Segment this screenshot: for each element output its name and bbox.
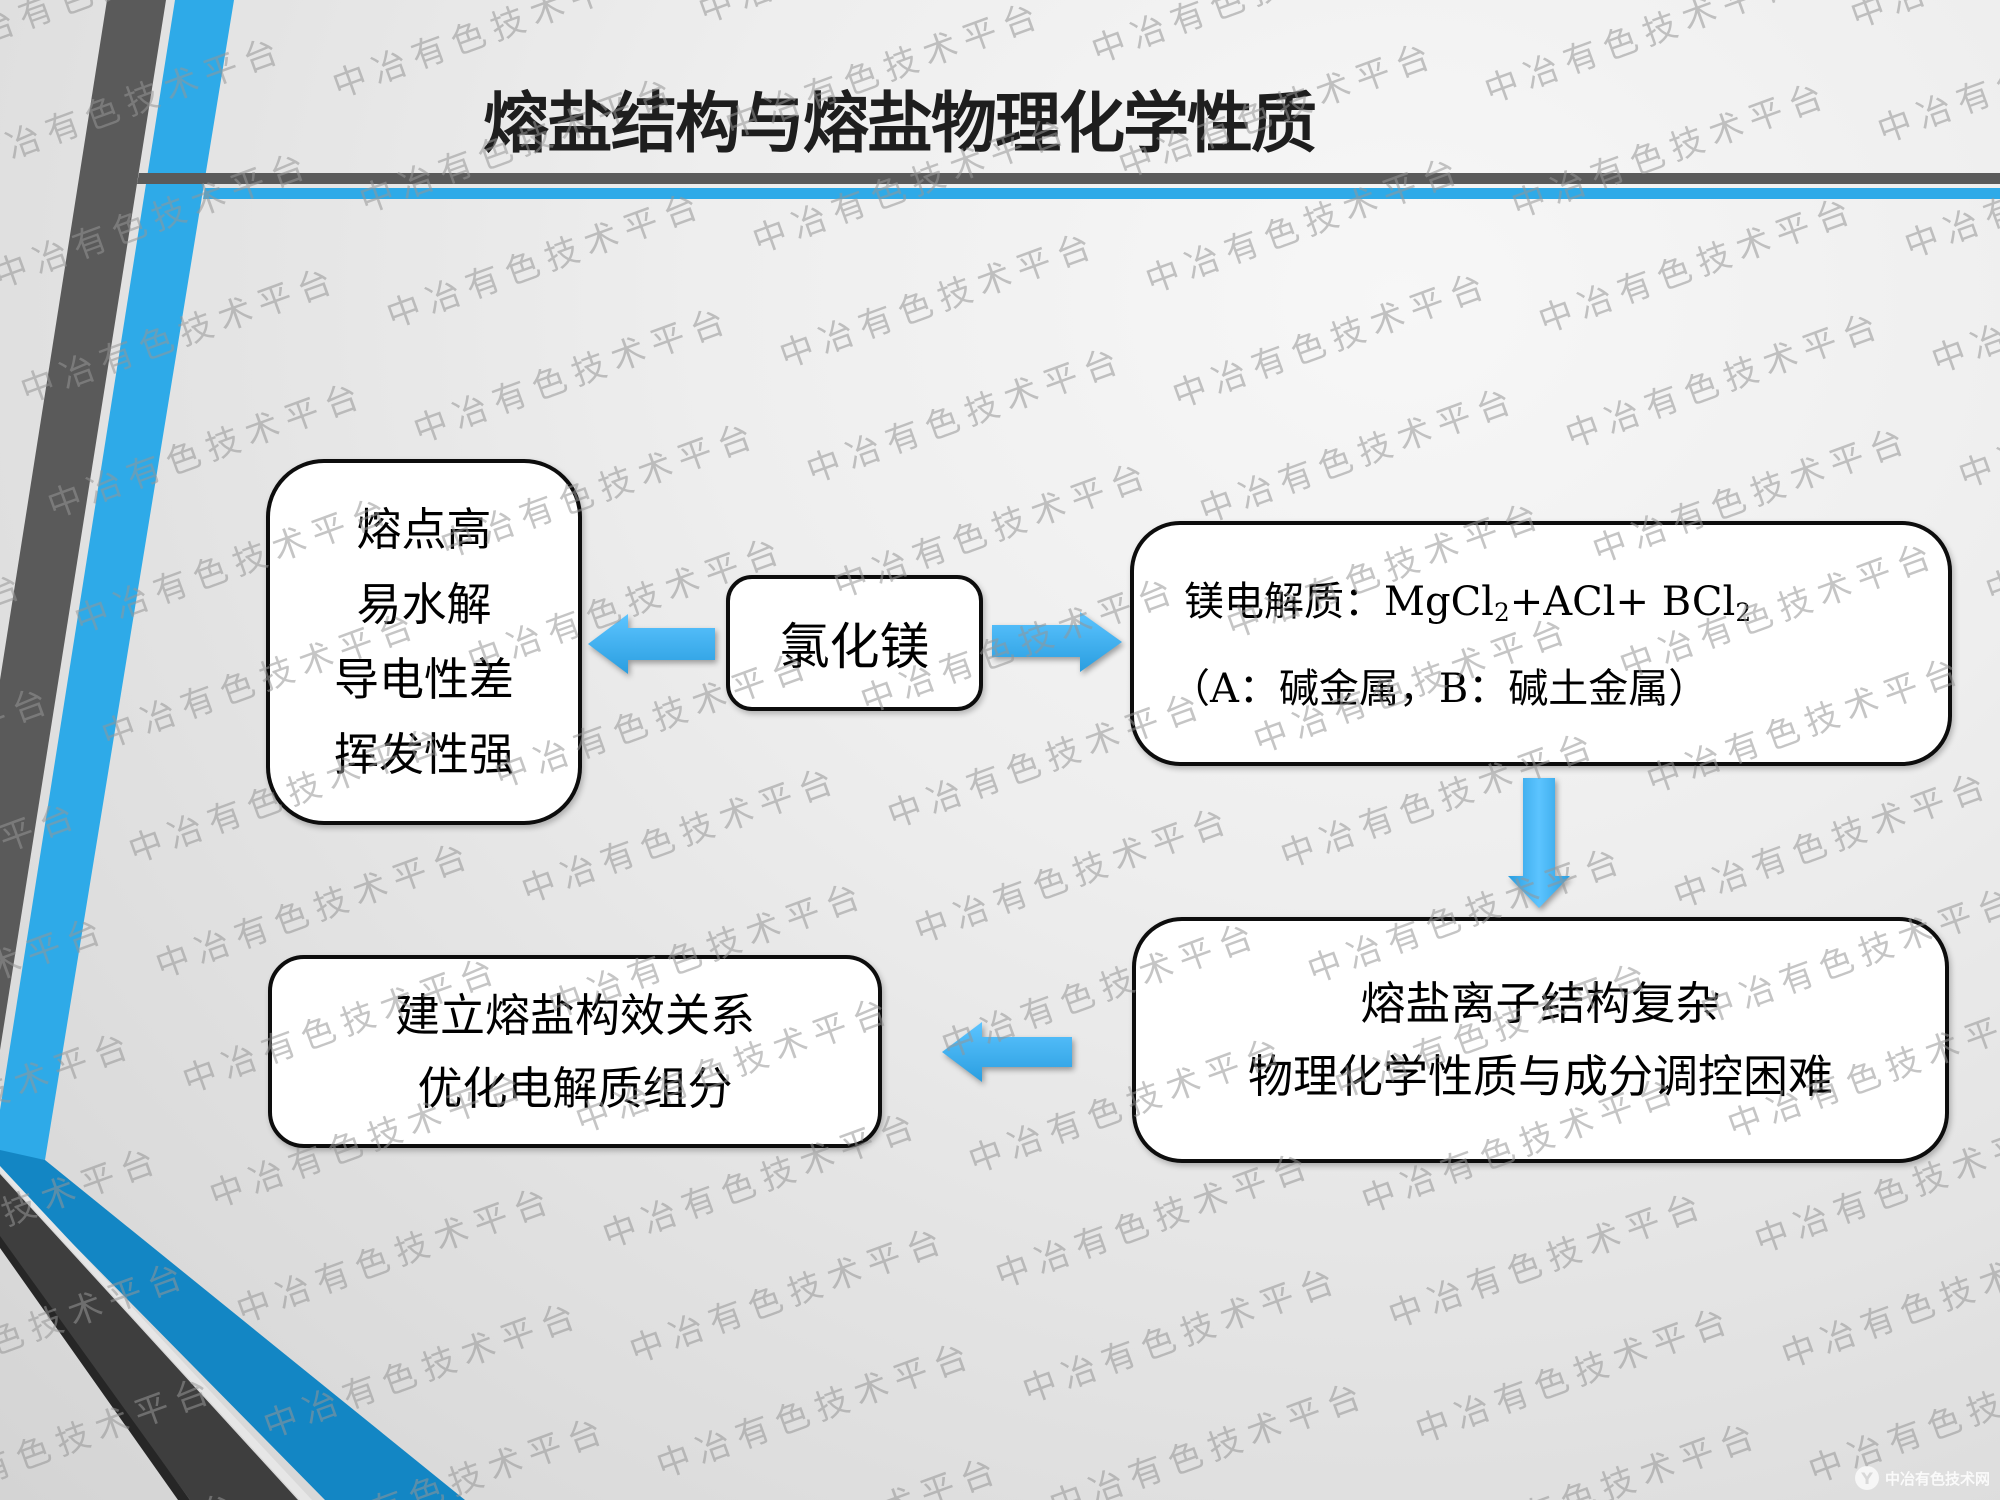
blue-vertical-stripe xyxy=(0,0,234,1160)
complexity-line: 熔盐离子结构复杂 xyxy=(1360,977,1721,1030)
property-line: 导电性差 xyxy=(333,653,514,706)
electrolyte-prefix: 镁电解质： xyxy=(1184,578,1384,625)
arrow-down-icon xyxy=(1508,778,1570,908)
property-line: 挥发性强 xyxy=(333,728,514,781)
light-divider-line xyxy=(0,1166,312,1500)
gray-diagonal-stripe xyxy=(0,1174,298,1500)
logo-text: 中冶有色技术网 xyxy=(1884,1469,1990,1488)
arrow-left-icon xyxy=(588,614,715,674)
arrow-left-icon xyxy=(942,1022,1072,1082)
complexity-line: 物理化学性质与成分调控困难 xyxy=(1247,1050,1833,1103)
gray-diagonal-edge xyxy=(0,1236,190,1500)
magnesium-chloride-box: 氯化镁 xyxy=(726,575,983,711)
goal-box: 建立熔盐构效关系 优化电解质组分 xyxy=(268,955,882,1148)
formula-subscript: 2 xyxy=(1493,598,1510,628)
complexity-box: 熔盐离子结构复杂 物理化学性质与成分调控困难 xyxy=(1132,917,1949,1163)
arrow-right-icon xyxy=(992,612,1122,672)
center-label: 氯化镁 xyxy=(779,618,930,676)
slide-title: 熔盐结构与熔盐物理化学性质 xyxy=(483,85,1317,162)
blue-horizontal-line xyxy=(203,188,2000,199)
blue-diagonal-stripe xyxy=(0,1150,465,1500)
formula-subscript: 2 xyxy=(1735,598,1752,628)
gray-horizontal-line xyxy=(137,173,2000,184)
goal-line: 建立熔盐构效关系 xyxy=(394,988,755,1042)
brand-logo: Y 中冶有色技术网 xyxy=(1854,1466,1990,1490)
electrolyte-formula-line: 镁电解质：MgCl2+ACl+ BCl2 xyxy=(1174,564,1751,651)
properties-box: 熔点高 易水解 导电性差 挥发性强 xyxy=(266,459,582,825)
formula-part: MgCl xyxy=(1384,578,1494,625)
electrolyte-box: 镁电解质：MgCl2+ACl+ BCl2 （A：碱金属，B：碱土金属） xyxy=(1130,521,1952,766)
goal-line: 优化电解质组分 xyxy=(417,1061,733,1115)
formula-part: +ACl+ BCl xyxy=(1509,578,1736,625)
property-line: 易水解 xyxy=(356,578,492,631)
logo-globe-icon: Y xyxy=(1854,1466,1879,1490)
gray-vertical-stripe xyxy=(0,0,166,1050)
property-line: 熔点高 xyxy=(356,503,492,556)
electrolyte-note-line: （A：碱金属，B：碱土金属） xyxy=(1170,666,1709,713)
